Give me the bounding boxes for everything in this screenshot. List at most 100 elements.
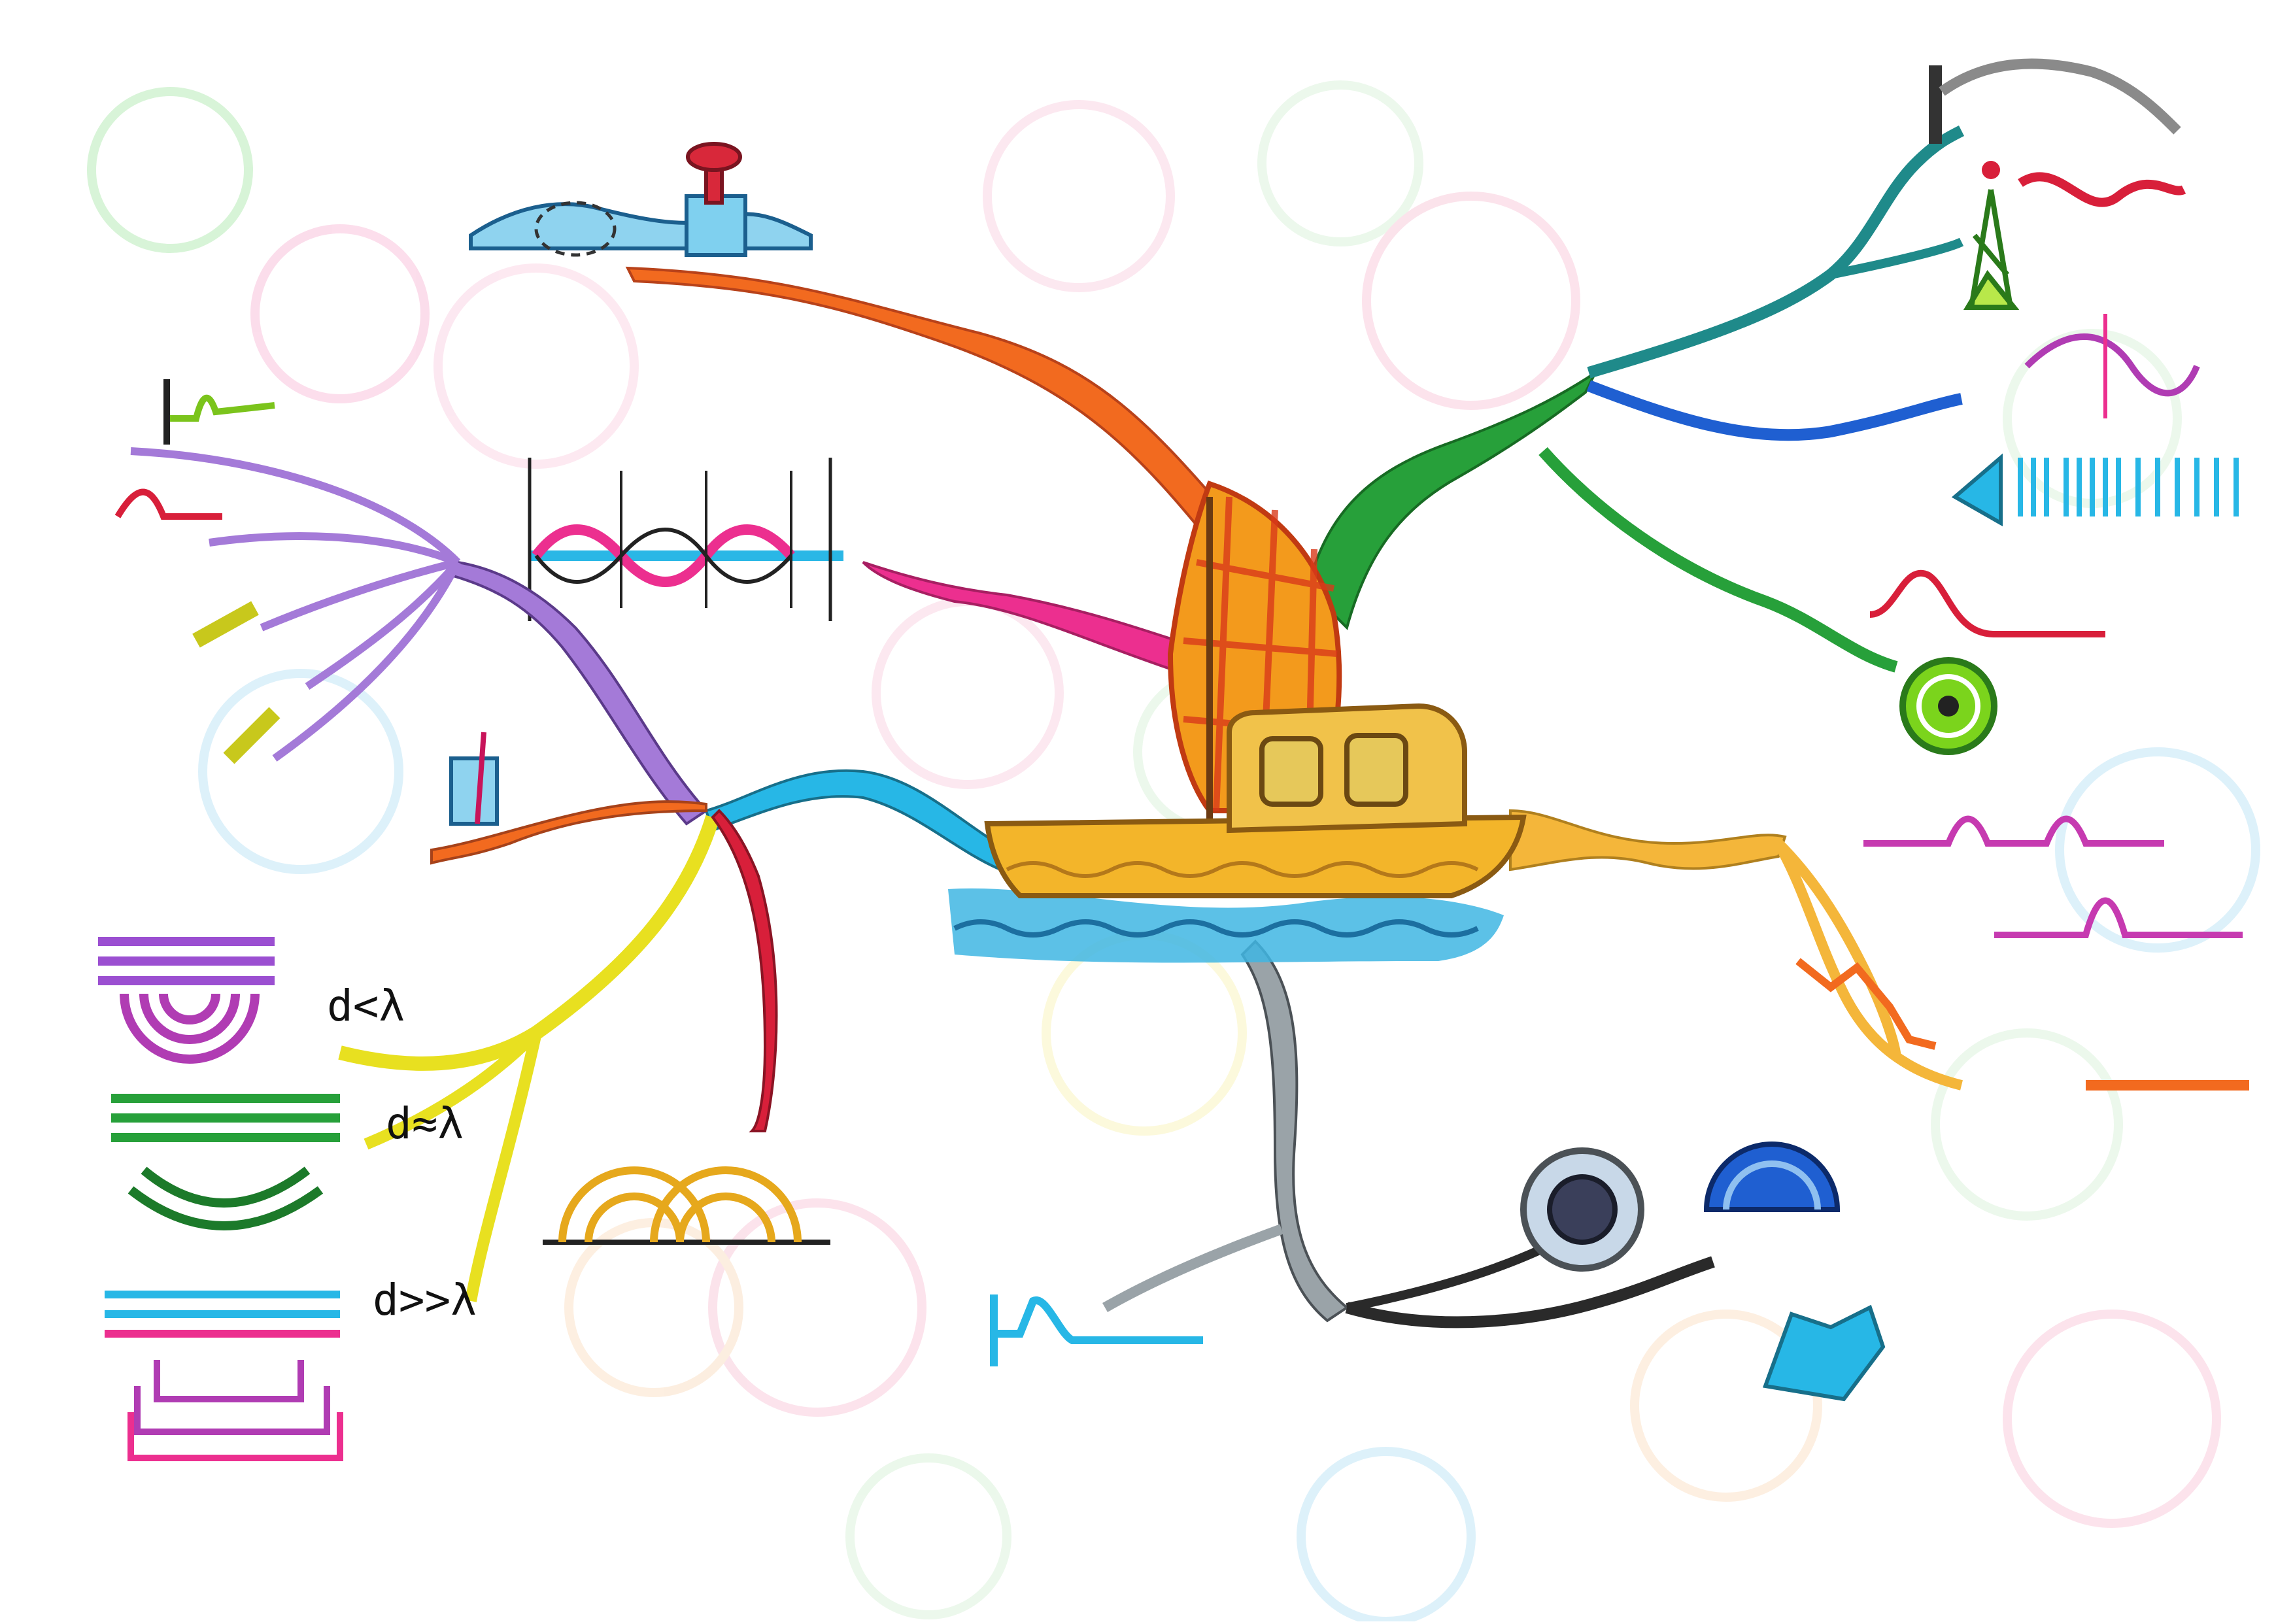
continuous-wave-center [1938,696,1959,717]
diffraction-diagram-equal [111,1094,340,1230]
branch-types [1306,369,1599,630]
energy-plunger-top [686,142,742,172]
branch-refraction [430,800,707,865]
diffraction-bracket [127,1412,343,1461]
reflection-rope [223,707,280,764]
circular-wave-dome [1703,1142,1841,1212]
energy-illustration [469,142,813,257]
scribble-circle [1297,1447,1476,1624]
circular-wave-dome-ring [1723,1160,1821,1210]
ripple-tank-inner [1547,1174,1618,1245]
antenna-tower-icon [1963,189,2020,310]
pulse-wave [1869,570,2105,637]
scribble-circle [1931,1028,2123,1221]
superposition-zigzag [1795,958,1937,1050]
interference-arc [585,1193,684,1243]
plane-wave-fan [1762,1304,1886,1402]
types-leaf-em [1829,237,1964,279]
types-sub-continuity [1538,447,1898,673]
energy-dashed-circle [534,201,617,257]
scribble-circle [1257,80,1423,246]
boat-water-waves [953,919,1479,938]
boat-hull-waves [1006,861,1479,878]
transverse-wave [2024,333,2200,397]
diffraction-arc [120,993,260,1064]
background-scribbles [87,80,2260,1624]
types-sub-mechanical [1587,125,1965,379]
diffraction-label-equal: d≈λ [386,1098,464,1149]
superposition-pulses [1863,815,2164,847]
water-sub-circular [1346,1238,1559,1312]
branch-diffraction [338,815,720,1071]
standing-wave-figure [528,458,843,621]
diffraction-label-small: d<λ [327,981,405,1031]
reflection-leaf [209,532,460,566]
scribble-circle [872,597,1064,789]
reflection-pulse [163,394,275,422]
scribble-circle [1630,1310,1822,1502]
reflection-leaf [272,560,462,762]
energy-wave [469,202,813,250]
scribble-circle [87,87,253,253]
scribble-circle [2055,747,2260,953]
water-sub-plane [1345,1256,1715,1328]
em-wave [2018,172,2186,207]
reflection-leaf [130,447,461,566]
reflection-pulse [114,488,222,520]
diffraction-bracket [134,1386,330,1435]
diffraction-diagram-large [105,1291,343,1461]
diffraction-leaf [364,1028,541,1150]
boat-window-right [1344,733,1408,807]
central-boat [948,480,1527,963]
branch-water [1240,939,1350,1323]
diffraction-diagram-small [98,937,275,1064]
wall-icon [1929,65,1942,144]
branch-superposition [1509,809,1787,871]
superposition-leaf [1774,841,1963,1091]
diffraction-arc [139,993,240,1044]
shallow-pulse [994,1296,1203,1344]
scribble-circle [845,1453,1011,1619]
mechanical-string [1939,58,2181,135]
diffraction-arc [141,1166,311,1208]
boat-window-left [1259,736,1323,807]
scribble-circle [983,100,1175,292]
scribble-circle [250,224,430,403]
reflection-leaf [305,560,461,690]
energy-cup [685,194,747,257]
refraction-glass [449,756,499,826]
diffraction-leaf [465,1032,542,1302]
interference-diagram [543,1166,830,1245]
diffraction-arc [159,993,220,1024]
scribble-circle [1042,930,1247,1136]
diffraction-arc [127,1186,324,1230]
scribble-circle [198,669,403,874]
interference-arc [676,1193,775,1243]
longitudinal-bars [2018,458,2239,516]
diffraction-label-large: d>>λ [373,1275,477,1325]
scribble-circle [1362,192,1580,410]
standing-wave-pink [532,524,796,587]
branch-standing [862,561,1198,675]
boat-water [948,888,1504,963]
branch-interference [711,809,778,1132]
scribble-circle [708,1198,926,1417]
interference-arc [650,1166,802,1243]
scribble-circle [433,263,639,469]
water-sub-shallow [1102,1224,1283,1312]
reflection-rope [192,601,259,648]
antenna-signal [1982,161,2000,179]
superposition-leaf [1775,839,1901,1060]
scribble-circle [2003,1310,2221,1528]
standing-wave-black [534,528,793,584]
reflection-leaf [260,558,459,632]
diffraction-bracket [154,1360,304,1402]
superposition-sum [1994,897,2243,938]
refraction-straw [475,732,486,824]
speaker-icon [1951,453,2003,527]
branch-energy [625,266,1238,552]
continuous-wave-ring [1916,674,1980,738]
types-sub-direction [1586,380,1963,441]
